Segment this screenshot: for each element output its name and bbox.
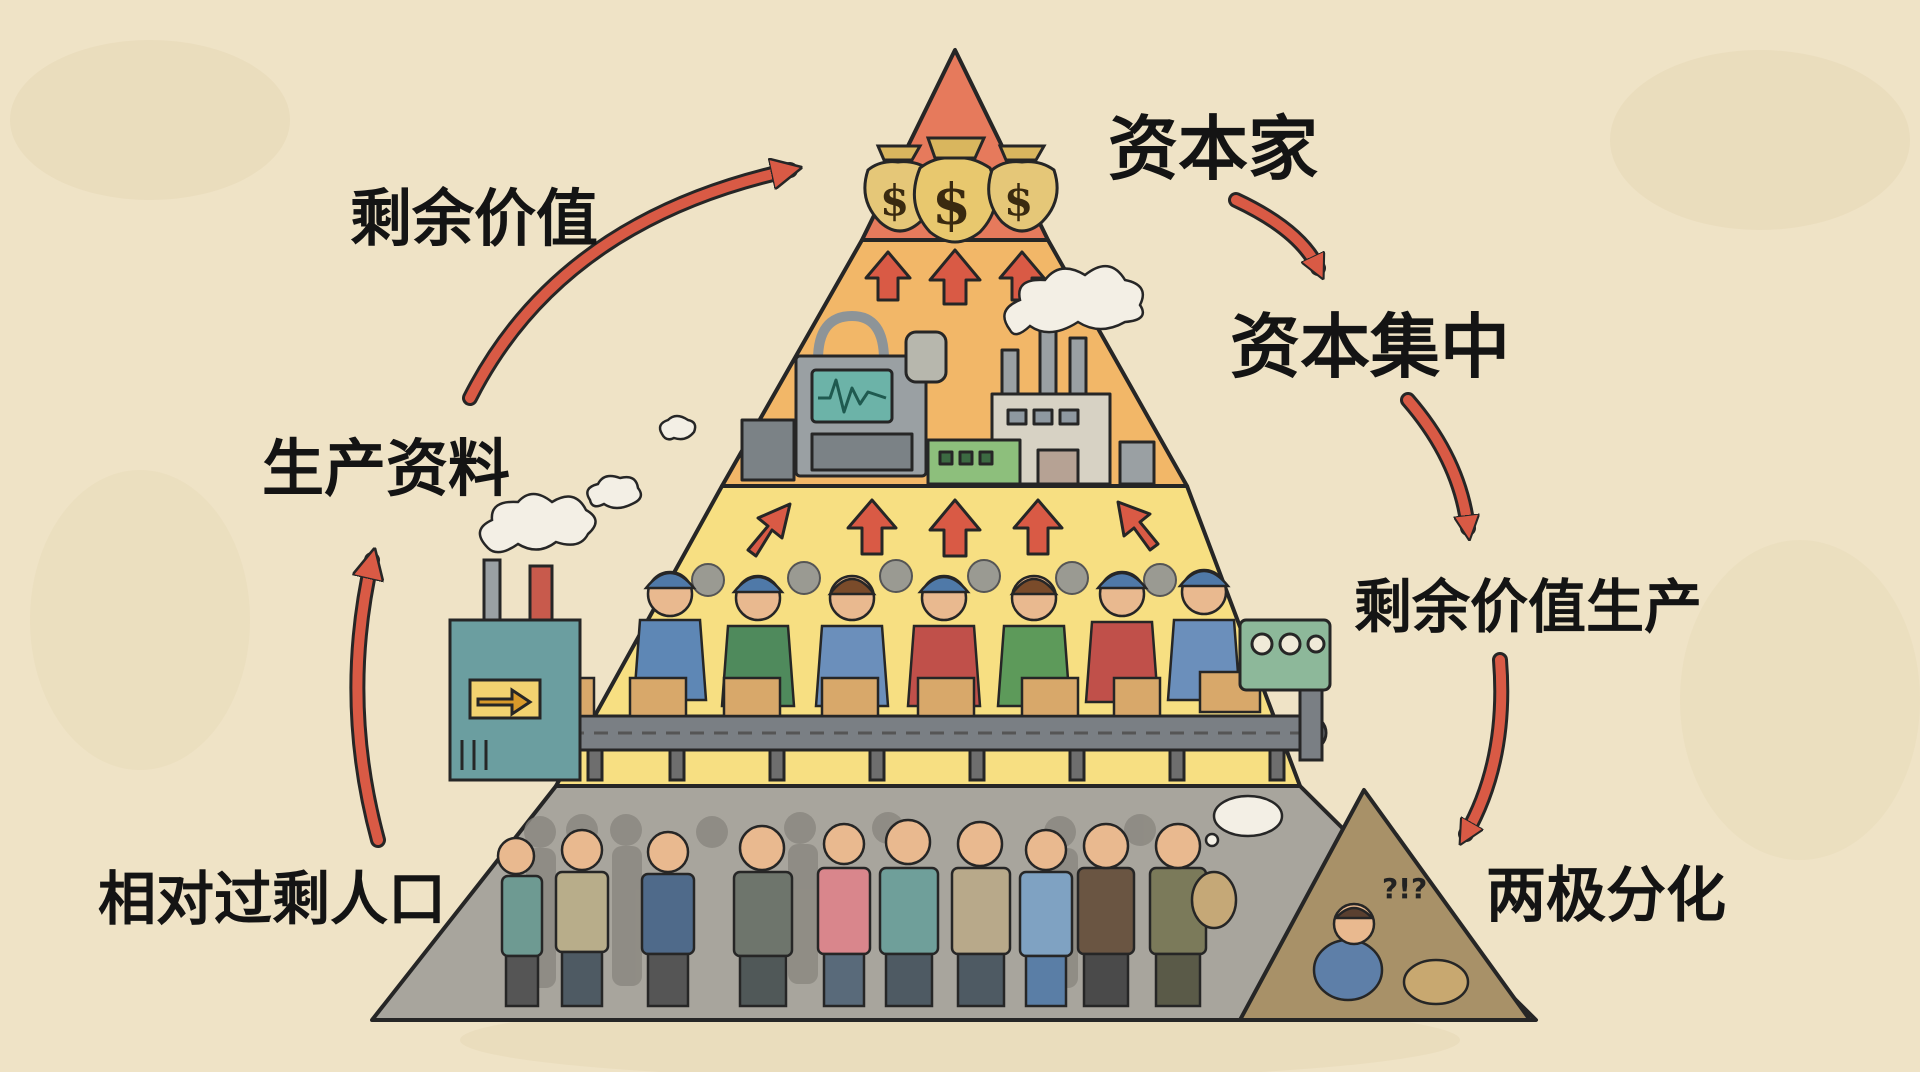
box-icon — [1112, 676, 1162, 718]
unemployed-crowd — [496, 794, 1470, 1008]
machine-input-icon — [448, 558, 582, 782]
box-icon — [1020, 676, 1080, 718]
poverty-corner — [1238, 788, 1532, 1022]
up-arrow-icon — [846, 498, 898, 556]
money-bag-icon: $ — [912, 136, 998, 244]
up-arrow-icon — [1116, 500, 1160, 552]
label-relative-overpopulation: 相对过剩人口 — [98, 865, 447, 933]
thought-bubble-icon — [1204, 794, 1284, 848]
paper-texture — [10, 40, 1920, 1072]
money-bag-icon: $ — [987, 144, 1059, 233]
industry — [740, 311, 1156, 486]
smoke-icon — [586, 474, 643, 510]
person-icon — [496, 836, 544, 1008]
money-bags: $ $ $ — [863, 136, 1059, 244]
factory-icon — [926, 328, 1156, 486]
person-icon — [1018, 828, 1074, 1008]
label-capital-concentration: 资本集中 — [1230, 306, 1510, 388]
label-capitalist: 资本家 — [1108, 108, 1318, 190]
person-icon — [1076, 822, 1136, 1008]
boxes — [548, 670, 1262, 718]
smoke-clouds — [478, 265, 1145, 554]
box-icon — [820, 676, 880, 718]
up-arrow-icon — [746, 502, 792, 558]
smoke-icon — [1003, 265, 1145, 336]
svg-text:$: $ — [880, 176, 909, 225]
person-icon — [950, 820, 1012, 1008]
up-arrow-icon — [928, 248, 982, 306]
machine-icon — [740, 311, 948, 482]
person-icon — [1148, 822, 1238, 1008]
label-polarization: 两极分化 — [1486, 861, 1726, 931]
up-arrow-icon — [1012, 498, 1064, 556]
person-icon — [878, 818, 940, 1008]
label-means-of-production: 生产资料 — [262, 432, 511, 505]
label-surplus-value: 剩余价值 — [350, 182, 599, 255]
label-surplus-value-production: 剩余价值生产 — [1354, 573, 1703, 641]
person-icon — [816, 822, 872, 1008]
smoke-icon — [658, 414, 697, 441]
up-arrows-upper — [864, 248, 1046, 306]
person-icon — [732, 824, 794, 1008]
control-panel-icon — [1238, 618, 1332, 762]
up-arrow-icon — [928, 498, 982, 558]
box-icon — [916, 676, 976, 718]
person-icon — [554, 828, 610, 1008]
up-arrow-icon — [864, 250, 912, 302]
svg-text:$: $ — [932, 172, 971, 238]
box-icon — [628, 676, 688, 718]
poor-person-icon — [1312, 902, 1470, 1006]
cycle-arrows-fill — [357, 170, 1507, 840]
up-arrows-middle — [746, 498, 1160, 558]
svg-text:$: $ — [1004, 176, 1033, 225]
smoke-icon — [478, 492, 597, 554]
confused-marks: ?!? — [1382, 872, 1428, 905]
box-icon — [722, 676, 782, 718]
curved-arrow-icon — [1400, 392, 1476, 536]
person-icon — [640, 830, 696, 1008]
